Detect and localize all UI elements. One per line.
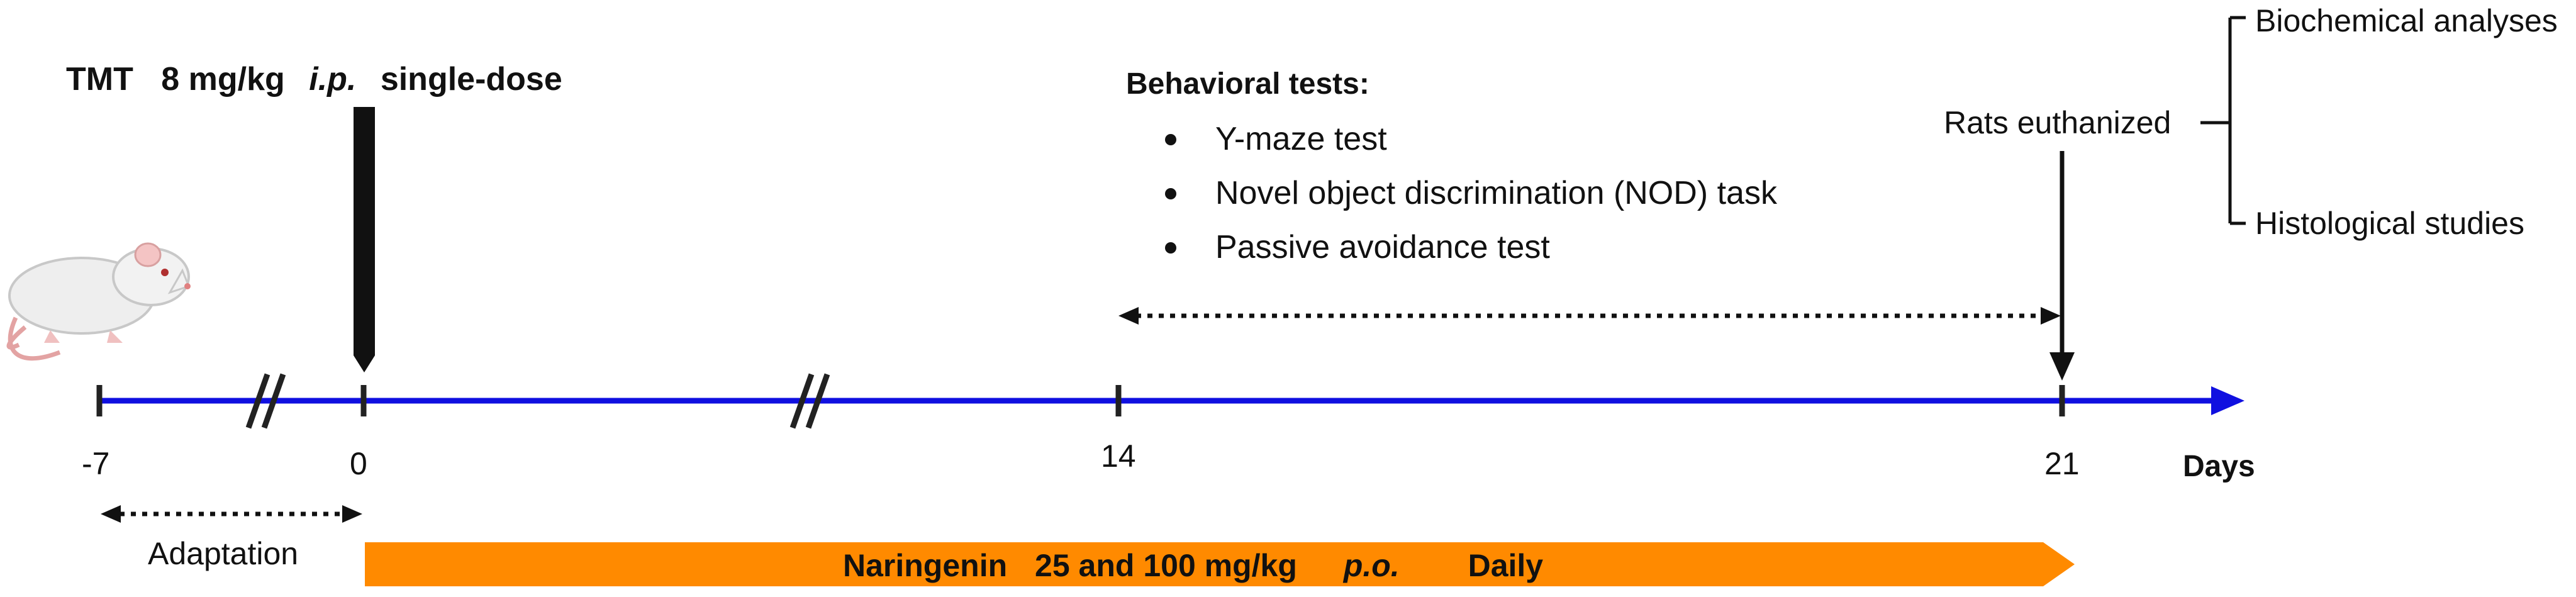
tick-label-0: 0 — [350, 446, 367, 481]
axis-break-2 — [789, 373, 830, 429]
timeline-axis — [99, 386, 2244, 415]
naringenin-bar — [365, 542, 2075, 586]
axis-unit-label: Days — [2183, 450, 2255, 483]
drug-label: TMT — [66, 61, 133, 98]
euthanasia-label: Rats euthanized — [1944, 105, 2172, 140]
dose-label: 8 mg/kg — [161, 61, 285, 98]
adaptation-arrow — [101, 505, 362, 523]
naringenin-bar-text: Naringenin 25 and 100 mg/kg p.o. Daily — [843, 550, 1543, 581]
outcome-bracket — [2200, 16, 2246, 225]
behavioral-period-arrow — [1118, 307, 2061, 325]
axis-break-1 — [245, 373, 286, 429]
naringenin-frequency: Daily — [1468, 548, 1544, 583]
outcome-histological: Histological studies — [2255, 206, 2524, 241]
behavioral-tests-heading: Behavioral tests: — [1126, 67, 1369, 101]
naringenin-name: Naringenin — [843, 548, 1008, 583]
tick-label-14: 14 — [1101, 438, 1136, 474]
route-label: i.p. — [309, 61, 357, 98]
regimen-label: single-dose — [380, 61, 562, 98]
adaptation-label: Adaptation — [148, 536, 299, 571]
list-item: Passive avoidance test — [1157, 231, 1777, 285]
list-item: Y-maze test — [1157, 123, 1777, 177]
naringenin-dose: 25 and 100 mg/kg — [1035, 548, 1297, 583]
list-item: Novel object discrimination (NOD) task — [1157, 177, 1777, 231]
outcome-biochemical: Biochemical analyses — [2255, 3, 2558, 38]
behavioral-tests-list: Y-maze test Novel object discrimination … — [1157, 123, 1777, 285]
rat-icon — [6, 242, 191, 361]
tick-label--7: -7 — [82, 446, 110, 481]
euthanasia-arrow — [2049, 151, 2075, 381]
tick-label-21: 21 — [2044, 446, 2080, 481]
injection-marker — [354, 107, 375, 372]
naringenin-route: p.o. — [1343, 548, 1400, 583]
